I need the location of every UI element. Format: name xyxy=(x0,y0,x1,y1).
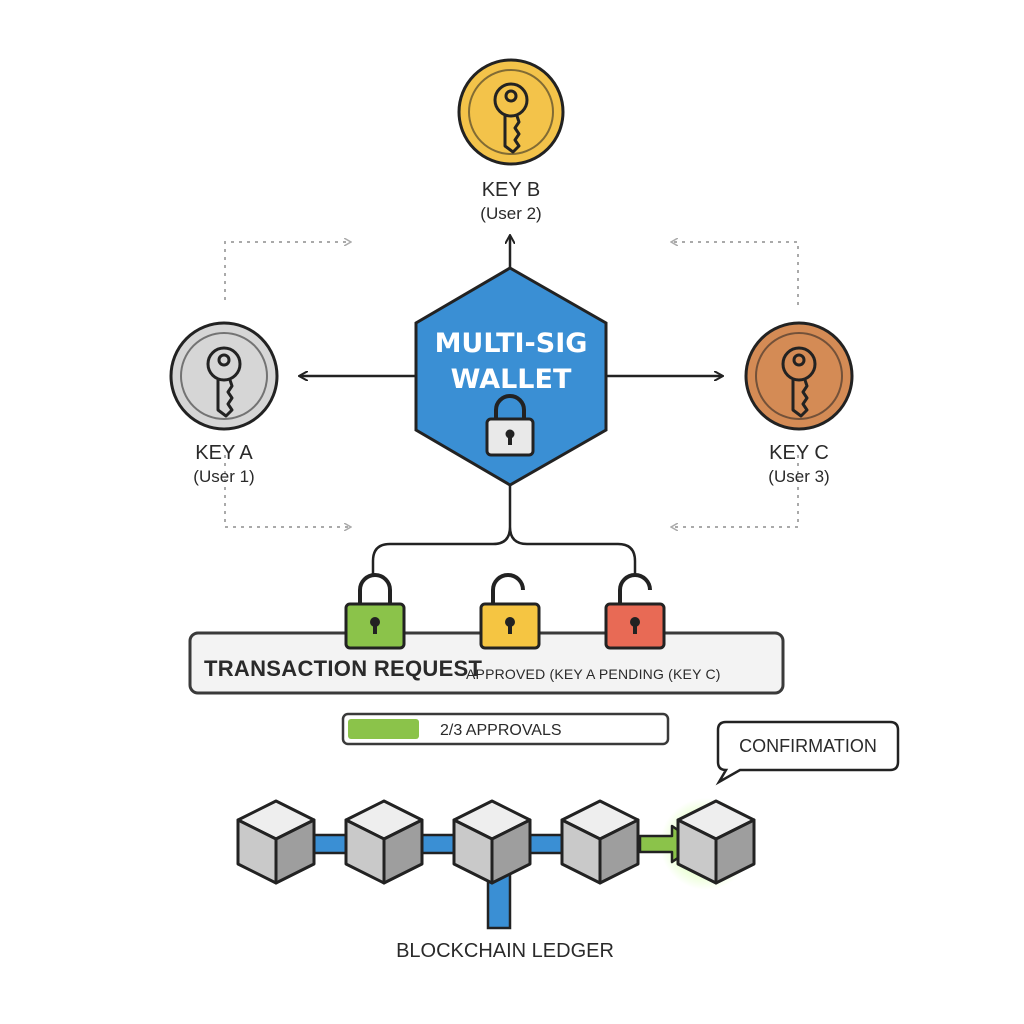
key-icon xyxy=(206,346,242,418)
dotted-connector-bottom-left xyxy=(224,455,350,527)
blockchain-ledger: BLOCKCHAIN LEDGER xyxy=(236,798,756,962)
ledger-block xyxy=(236,799,316,885)
progress-track xyxy=(341,712,670,746)
progress-fill xyxy=(348,719,419,739)
confirmation-label: CONFIRMATION xyxy=(739,736,877,756)
ledger-link xyxy=(526,833,566,855)
key-c-title: KEY C xyxy=(769,442,829,464)
key-b-circle xyxy=(457,58,565,166)
transaction-title: TRANSACTION REQUEST xyxy=(204,656,483,681)
ledger-block xyxy=(560,799,640,885)
lock-approved-yellow xyxy=(479,573,541,650)
dotted-connector-top-right xyxy=(672,242,799,305)
dotted-connector-top-left xyxy=(224,242,350,300)
key-icon xyxy=(493,82,529,154)
key-icon xyxy=(781,346,817,418)
ledger-blocks xyxy=(236,799,756,885)
key-c: KEY C (User 3) xyxy=(744,321,854,486)
lock-approved-green xyxy=(344,573,406,650)
key-c-user: (User 3) xyxy=(768,467,829,486)
approval-locks xyxy=(344,573,666,650)
wallet-title-line1: MULTI-SIG xyxy=(435,328,588,359)
dotted-connector-bottom-right xyxy=(672,455,799,527)
confirmation-bubble-shape xyxy=(715,720,900,786)
key-a-circle xyxy=(169,321,279,431)
key-b: KEY B (User 2) xyxy=(457,58,565,223)
ledger-link xyxy=(310,833,350,855)
key-a-user: (User 1) xyxy=(193,467,254,486)
progress-label: 2/3 APPROVALS xyxy=(440,722,562,739)
key-c-circle xyxy=(744,321,854,431)
confirmation-bubble: CONFIRMATION xyxy=(715,720,900,786)
ledger-block xyxy=(344,799,424,885)
approvals-progress: 2/3 APPROVALS xyxy=(341,712,670,746)
padlock-icon xyxy=(485,394,535,457)
transaction-status: APPROVED (KEY A PENDING (KEY C) xyxy=(466,666,721,682)
key-b-user: (User 2) xyxy=(480,204,541,223)
multisig-wallet: MULTI-SIG WALLET xyxy=(414,266,608,487)
ledger-label: BLOCKCHAIN LEDGER xyxy=(396,940,614,962)
ledger-link xyxy=(418,833,458,855)
lock-pending-red xyxy=(604,573,666,650)
key-b-title: KEY B xyxy=(482,179,541,201)
wallet-arrows xyxy=(300,236,722,376)
dotted-connectors xyxy=(224,242,799,527)
ledger-block xyxy=(676,799,756,885)
wallet-title-line2: WALLET xyxy=(451,364,572,395)
ledger-block xyxy=(452,799,532,885)
wallet-fork-connector xyxy=(371,485,637,575)
key-a: KEY A (User 1) xyxy=(169,321,279,486)
key-a-title: KEY A xyxy=(195,442,253,464)
